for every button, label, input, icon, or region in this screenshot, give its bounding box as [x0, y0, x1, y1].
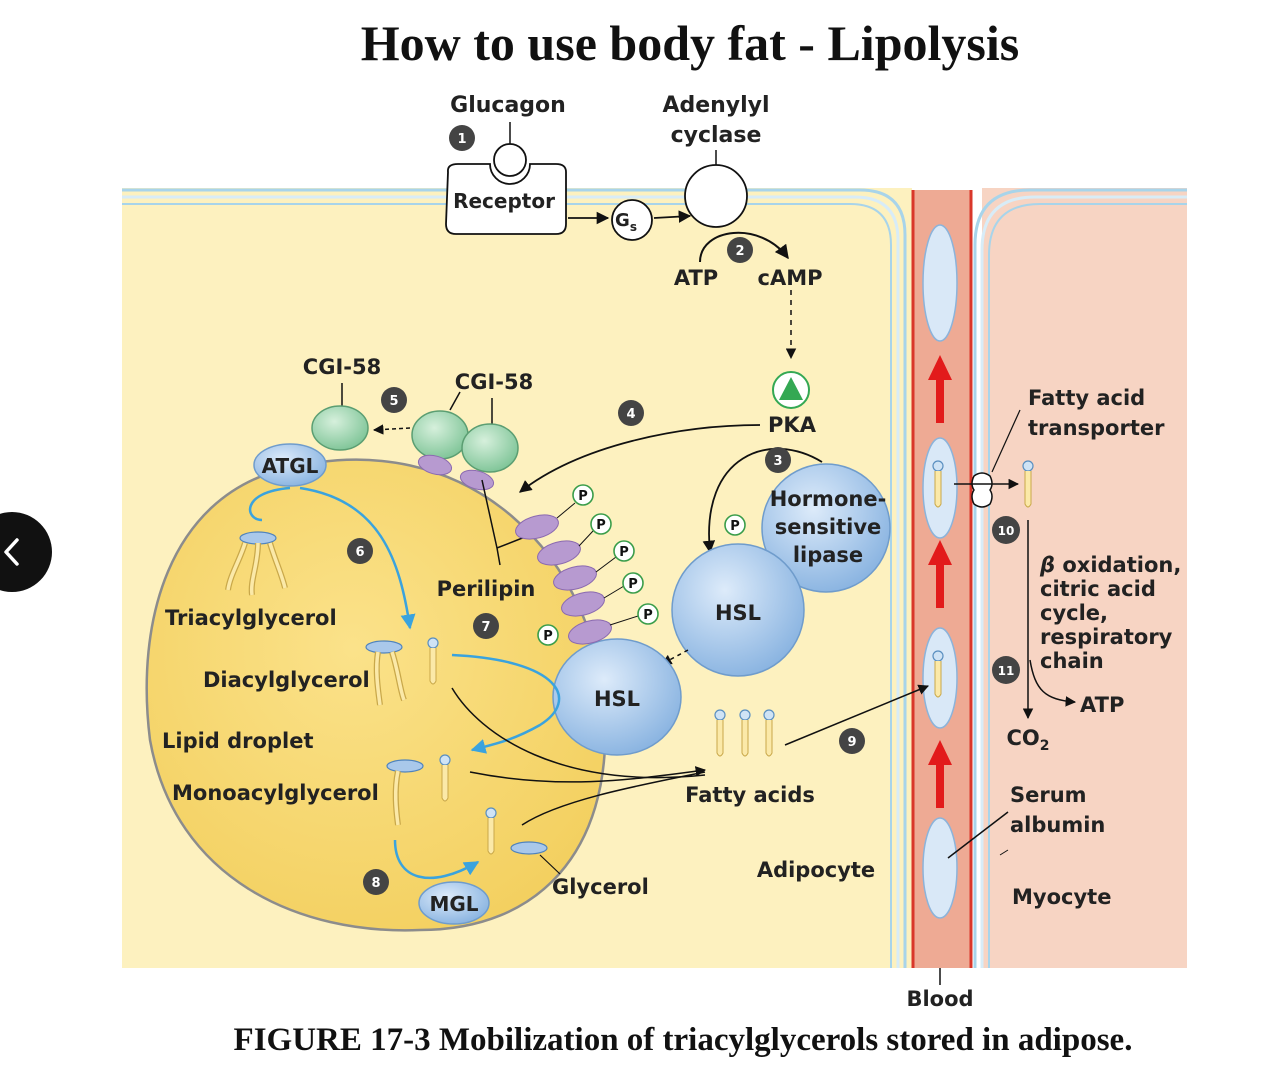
glycerol-label: Glycerol: [552, 875, 649, 899]
phospho-label: P: [578, 489, 588, 504]
perilipin-label: Perilipin: [437, 577, 536, 601]
cgi58-left-label: CGI-58: [303, 355, 381, 379]
step-label: 2: [735, 244, 744, 259]
flow-arrow-1: [928, 355, 952, 423]
step-4: 4: [618, 400, 644, 426]
adipocyte-label: Adipocyte: [757, 858, 875, 882]
fatty-acids-label: Fatty acids: [685, 783, 815, 807]
step-7: 7: [473, 613, 499, 639]
cyclase-label: cyclase: [671, 123, 762, 148]
gs-protein: [611, 199, 653, 241]
receptor-label: Receptor: [453, 189, 555, 213]
step-10: 10: [992, 516, 1020, 544]
myocyte-label: Myocyte: [1012, 885, 1111, 909]
beta-oxidation-label-5: chain: [1040, 649, 1104, 673]
flow-arrow-2: [928, 540, 952, 608]
atp-out-label: ATP: [1080, 693, 1124, 717]
atgl-label: ATGL: [262, 454, 319, 478]
step-label: 6: [355, 545, 364, 560]
lipid-droplet-label: Lipid droplet: [162, 729, 313, 753]
step-label: 5: [389, 394, 398, 409]
phospho-label: P: [628, 577, 638, 592]
step-label: 11: [998, 664, 1015, 678]
step-label: 10: [998, 524, 1015, 538]
fa-transporter-label-1: Fatty acid: [1028, 386, 1145, 410]
adenylyl-label: Adenylyl: [662, 93, 769, 118]
hsl-free-label: HSL: [715, 601, 761, 625]
phospho-labels: P P P P P P P: [543, 489, 740, 644]
perilipin: [481, 479, 659, 645]
gs-label: Gs: [615, 210, 637, 234]
blood-label: Blood: [906, 987, 973, 1011]
step-label: 1: [457, 132, 466, 147]
hormone-sensitive-lipase: [761, 463, 891, 593]
beta-oxidation-label-2: citric acid: [1040, 577, 1156, 601]
step-label: 9: [847, 735, 856, 750]
beta-oxidation-label-3: cycle,: [1040, 601, 1108, 625]
step-badges: 1 2 3 4 5 6 7 8 9 10 11: [347, 125, 1020, 895]
step-label: 3: [773, 454, 782, 469]
atgl: [253, 443, 327, 487]
phospho-label: P: [543, 629, 553, 644]
phospho-label: P: [619, 545, 629, 560]
diagram-labels: Glucagon Adenylyl cyclase Receptor Gs AT…: [162, 93, 1181, 1011]
albumin-1: [922, 224, 958, 342]
step-9: 9: [839, 728, 865, 754]
camp-label: cAMP: [758, 266, 823, 290]
diacylglycerol-label: Diacylglycerol: [203, 668, 370, 692]
serum-albumin-label-2: albumin: [1010, 813, 1105, 837]
mgl: [418, 881, 490, 925]
glucagon-receptor: [445, 122, 567, 235]
hsl-line3: lipase: [793, 543, 863, 567]
fatty-acid-transporter: [954, 409, 1021, 508]
blood-vessel: [911, 190, 973, 985]
pka-label: PKA: [768, 413, 817, 437]
cgi58-free: [311, 383, 369, 451]
triacylglycerol-label: Triacylglycerol: [165, 606, 337, 630]
step-8: 8: [363, 869, 389, 895]
cgi58-bound: [411, 391, 519, 491]
beta-oxidation-label-1: β oxidation,: [1039, 553, 1181, 577]
phospho-label: P: [596, 518, 606, 533]
co2-label: CO2: [1006, 726, 1049, 754]
adenylyl-cyclase: [684, 150, 789, 263]
myocyte-cell: [973, 188, 1187, 968]
fa-transporter-label-2: transporter: [1028, 416, 1165, 440]
cgi58-right-label: CGI-58: [455, 370, 533, 394]
step-6: 6: [347, 538, 373, 564]
mgl-label: MGL: [429, 892, 478, 916]
step-5: 5: [381, 387, 407, 413]
hsl-bound-label: HSL: [594, 687, 640, 711]
figure-caption: FIGURE 17-3 Mobilization of triacylglyce…: [234, 1022, 1133, 1058]
atp-label: ATP: [674, 266, 718, 290]
diacylglycerol-molecule: [365, 637, 439, 706]
flow-arrow-3: [928, 740, 952, 808]
step-label: 8: [371, 876, 380, 891]
monoacylglycerol-molecule: [386, 754, 451, 826]
glucagon-label: Glucagon: [450, 93, 566, 118]
hsl-line2: sensitive: [775, 515, 882, 539]
monoacylglycerol-label: Monoacylglycerol: [172, 781, 379, 805]
chevron-left-icon: [4, 538, 19, 566]
hsl-line1: Hormone-: [770, 487, 887, 511]
phospho-label: P: [643, 608, 653, 623]
triacylglycerol-molecule: [225, 531, 288, 596]
step-label: 4: [626, 407, 635, 422]
step-label: 7: [481, 620, 490, 635]
albumin-4: [922, 817, 958, 919]
phospho-label: P: [730, 519, 740, 534]
step-3: 3: [765, 447, 791, 473]
hsl-bound: [537, 624, 682, 756]
step-11: 11: [992, 656, 1020, 684]
step-1: 1: [449, 125, 475, 151]
hsl-free: [671, 514, 805, 677]
page-title: How to use body fat - Lipolysis: [361, 15, 1019, 71]
step-2: 2: [727, 237, 753, 263]
pka-icon: [772, 371, 810, 409]
serum-albumin-label-1: Serum: [1010, 783, 1087, 807]
beta-oxidation-label-4: respiratory: [1040, 625, 1173, 649]
